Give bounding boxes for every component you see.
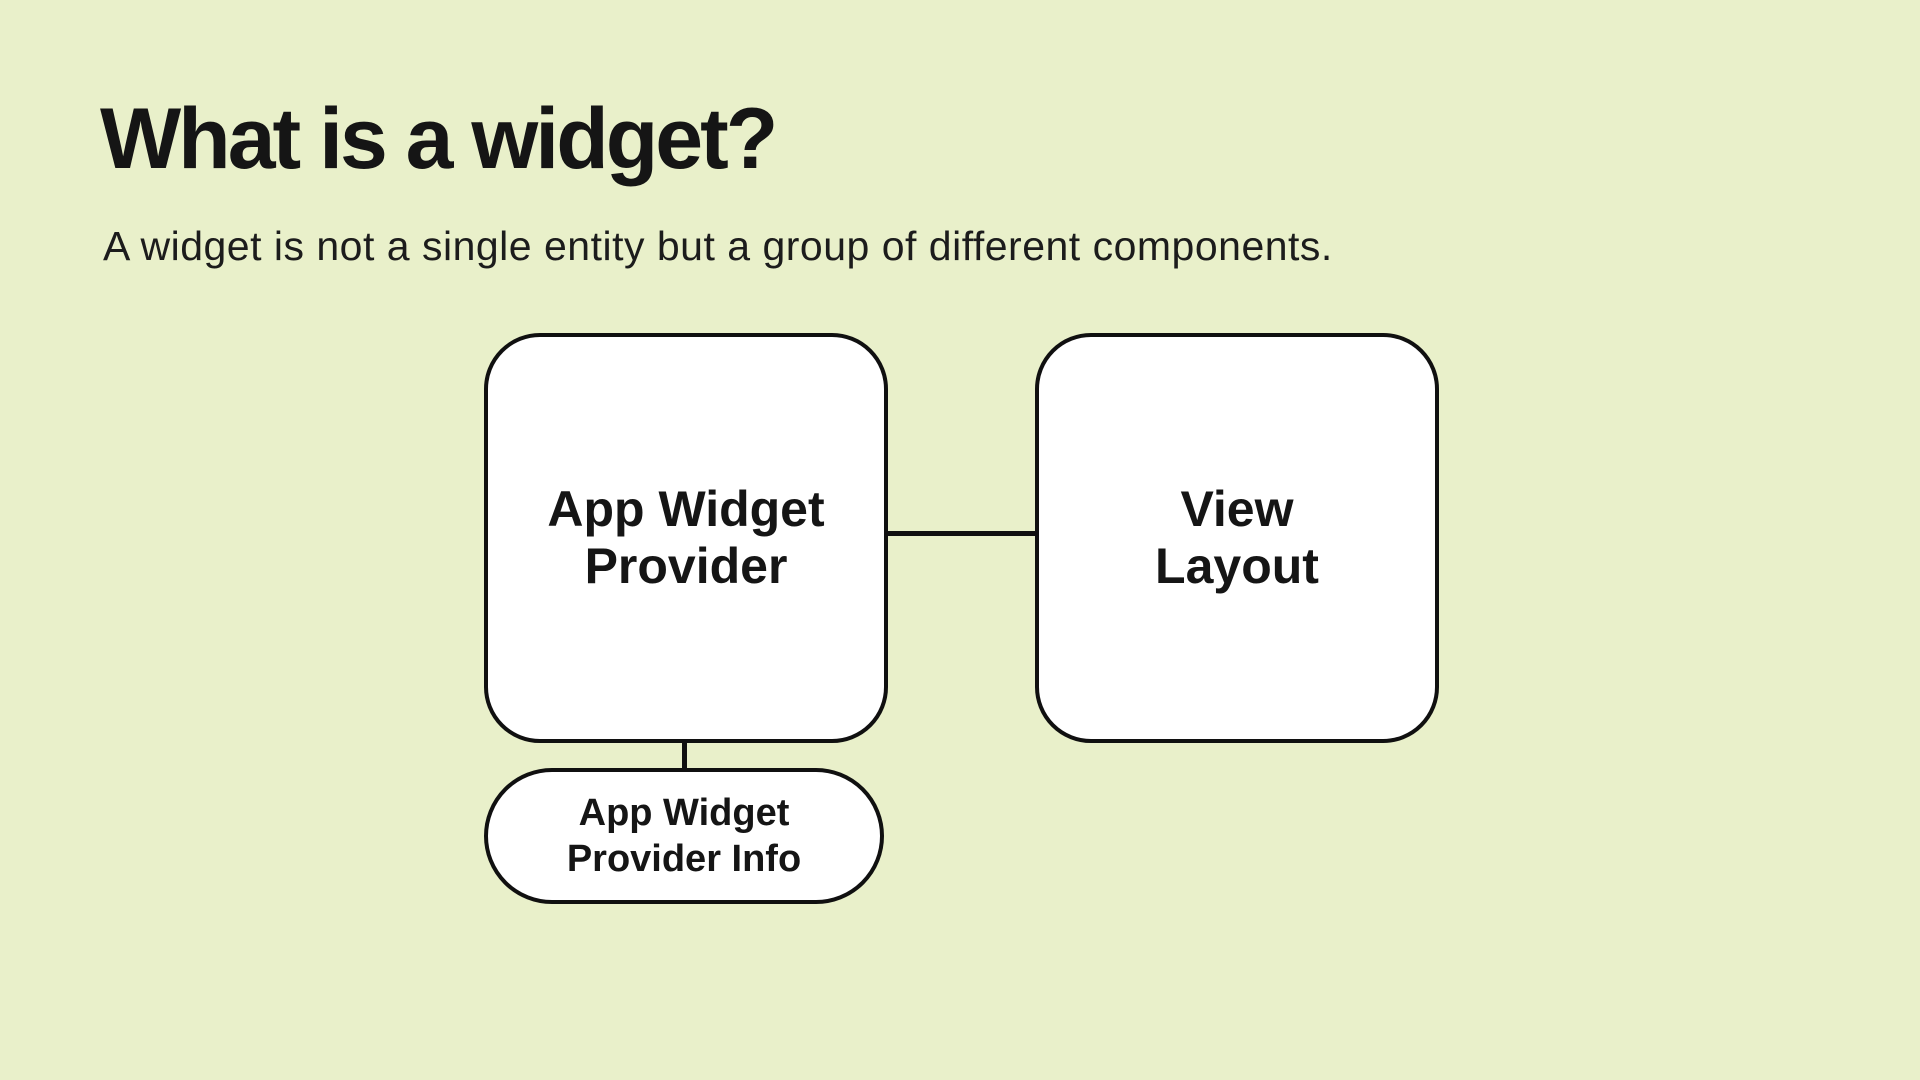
connector-provider-to-provider-info [682,741,687,770]
page-subtitle: A widget is not a single entity but a gr… [103,223,1333,269]
node-app-widget-provider-info: App Widget Provider Info [484,768,884,904]
node-view-layout-label-line1: View [1180,481,1294,537]
node-view-layout-label-line2: Layout [1155,538,1319,594]
node-app-widget-provider-label-line2: Provider [584,538,788,594]
node-app-widget-provider-label-line1: App Widget [547,481,825,537]
node-app-widget-provider: App Widget Provider [484,333,888,743]
page-title: What is a widget? [100,91,778,187]
node-view-layout: View Layout [1035,333,1439,743]
connector-provider-to-view-layout [886,531,1037,536]
node-app-widget-provider-info-label-line2: Provider Info [566,838,802,880]
node-app-widget-provider-info-label-line1: App Widget [578,792,790,834]
